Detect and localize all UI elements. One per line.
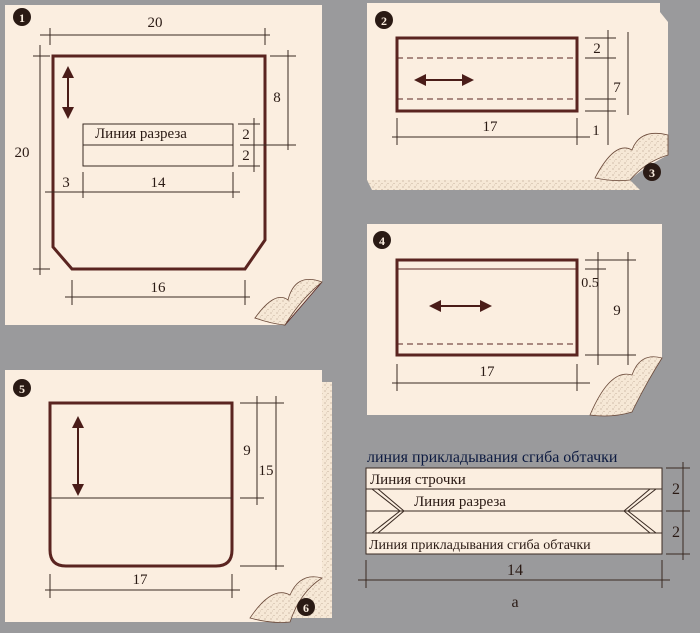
detail-a-cut-line: Линия разреза — [414, 494, 506, 510]
panel-5-badge-6-label: 6 — [303, 601, 309, 615]
panel-4-number: 4 — [379, 234, 385, 248]
panel-5-dim-upper-label: 9 — [243, 443, 251, 459]
panel-2-page-curl — [594, 132, 669, 182]
panel-4-page-curl — [589, 356, 663, 417]
panel-1-paper — [5, 5, 322, 325]
panel-2-badge-3 — [643, 163, 661, 181]
panel-1-pocket-outline — [51, 54, 267, 271]
detail-a: линия прикладывания сгиба обтачки Линия … — [358, 449, 690, 611]
detail-a-fold-line: Линия прикладывания сгиба обтачки — [369, 538, 591, 553]
panel-1-dim-strip-length-label: 14 — [151, 175, 167, 191]
panel-2-number: 2 — [381, 14, 387, 28]
detail-a-stitch-line: Линия строчки — [370, 472, 466, 488]
panel-1-dim-bottom-label: 16 — [151, 280, 167, 296]
panel-5-paper — [5, 370, 322, 622]
panel-1-dim-strip-top: 2 — [242, 127, 250, 143]
panel-4-dim-length-label: 17 — [480, 364, 496, 380]
panel-4-paper — [367, 224, 662, 415]
detail-a-v-right — [613, 488, 657, 534]
panel-5-number-badge — [13, 379, 31, 397]
panel-5-pocket-outline — [48, 401, 234, 568]
detail-a-dim-top: 2 — [672, 481, 680, 498]
panel-2-badge-3-label: 3 — [649, 166, 655, 180]
panel-2-paper — [367, 3, 668, 180]
panel-2: 2 3 2 7 1 17 — [367, 3, 669, 190]
panel-2-strip-outline — [395, 36, 579, 113]
panel-2-dim-length-label: 17 — [483, 119, 499, 135]
panel-4-dim-top: 0.5 — [581, 276, 599, 291]
panel-5-dim-full-label: 15 — [259, 463, 274, 479]
panel-4: 4 0.5 9 17 — [367, 224, 663, 417]
panel-1-dim-height: 20 — [15, 145, 30, 161]
panel-2-bottom-shadow — [367, 180, 640, 190]
panel-1-number: 1 — [19, 11, 25, 25]
panel-5: 5 6 9 15 17 — [5, 370, 332, 623]
detail-a-v-left — [371, 488, 415, 534]
panel-4-facing-outline — [395, 258, 579, 357]
panel-1-dim-width: 20 — [148, 15, 163, 31]
panel-1-curl-back — [254, 278, 323, 326]
panel-1-cut-line-label: Линия разреза — [95, 126, 187, 142]
panel-2-dim-top: 2 — [593, 41, 601, 57]
panel-5-number: 5 — [19, 382, 25, 396]
panel-4-number-badge — [373, 231, 391, 249]
detail-a-dim-length-label: 14 — [507, 562, 523, 579]
panel-2-dim-bottom-small: 1 — [592, 123, 600, 139]
detail-a-caption: а — [511, 594, 518, 611]
panel-1-dim-offset: 3 — [62, 175, 70, 191]
panel-1-number-badge — [13, 8, 31, 26]
panel-5-dim-width-label: 17 — [133, 572, 149, 588]
panel-2-number-badge — [375, 11, 393, 29]
panel-5-badge-6 — [297, 598, 315, 616]
detail-a-dim-bottom: 2 — [672, 524, 680, 541]
panel-5-page-curl — [249, 576, 323, 623]
panel-2-dim-side: 7 — [613, 80, 621, 96]
panel-1: 1 Линия разреза 20 20 8 2 2 3 14 — [5, 5, 323, 326]
panel-1-dim-strip-bottom: 2 — [242, 148, 250, 164]
panel-4-dim-side: 9 — [613, 303, 621, 319]
panel-1-dim-side-label: 8 — [273, 90, 281, 106]
detail-a-title: линия прикладывания сгиба обтачки — [367, 449, 618, 466]
